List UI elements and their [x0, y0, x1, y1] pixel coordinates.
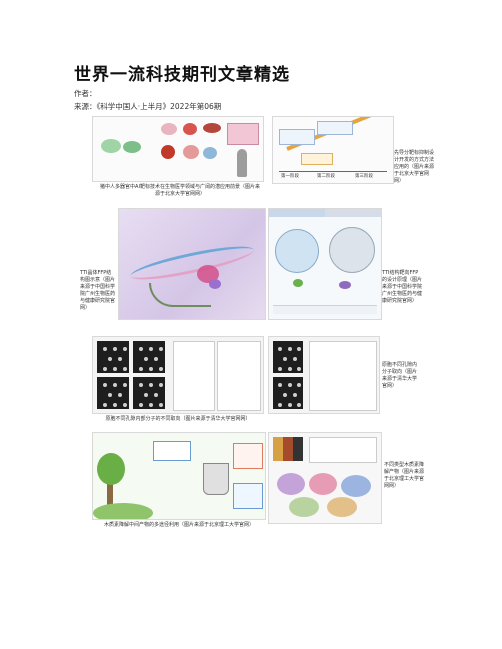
author-line: 作者：	[74, 89, 97, 98]
figure-mechanism	[268, 208, 382, 320]
organ-cells	[203, 147, 217, 159]
figure-microscopy	[92, 336, 264, 414]
micrograph-4	[133, 377, 165, 409]
spectrum-plot-2	[217, 341, 261, 411]
page-title: 世界一流科技期刊文章精选	[74, 65, 290, 85]
vials	[273, 437, 303, 461]
stage-axis	[279, 171, 387, 172]
caption-fig4: TTI结构靶向FFP的设计原理（图片来源于中国科学院广州生物医药与健康研究院官网…	[382, 270, 423, 304]
panel-pink	[227, 123, 259, 145]
stage-box-1	[279, 129, 315, 145]
caption-fig7: 木质素降解中间产物的多途径利用（图片来源于北京理工大学官网）	[103, 522, 254, 528]
circle-right	[329, 227, 375, 273]
product-list	[233, 443, 263, 469]
caption-fig2: 先导分靶标抑制设计开发的方式方法应用的（图片来源于北京大学官网网）	[394, 150, 435, 184]
micrograph-3	[97, 377, 129, 409]
organ-liver	[203, 123, 221, 133]
caption-fig5: 原胞不同孔隙内部分子的不同取向（图片来源于清华大学官网网）	[105, 416, 251, 422]
caption-fig6: 原胞不同孔隙内分子取向（图片来源于清华大学官网）	[382, 362, 418, 389]
stage-box-3	[301, 153, 333, 165]
stage-label-3: 第三阶段	[355, 174, 373, 179]
organ-brain	[161, 123, 177, 135]
caption-fig1: 猪中人多器官中AI靶标技术在生物医学领域与广阔的潜应用前景（图片来源于北京大学官…	[100, 184, 260, 197]
micrograph-5	[273, 341, 303, 373]
caption-fig8: 不同类型木质素降解产物（图片来源于北京理工大学官网网）	[384, 462, 425, 489]
cell-stain-1	[277, 473, 305, 495]
cell-stain-2	[309, 473, 337, 495]
human-silhouette	[237, 149, 247, 177]
molecule-purple	[339, 281, 351, 289]
stage-box-2	[317, 121, 353, 135]
helix-strand	[128, 240, 256, 286]
organ-lung	[183, 145, 199, 159]
stage-label-1: 第一阶段	[281, 174, 299, 179]
stage-label-2: 第二阶段	[317, 174, 335, 179]
figure-products	[268, 432, 382, 524]
spectrum-plot	[173, 341, 215, 411]
tree-trunk	[107, 479, 113, 509]
organ-heart	[183, 123, 197, 135]
figure-protein	[118, 208, 266, 320]
cell-cluster	[101, 139, 121, 153]
line-plot	[309, 341, 377, 411]
organ-kidney	[161, 145, 175, 159]
pathway-box	[153, 441, 191, 461]
product-bucket	[203, 463, 229, 495]
figure-lignin	[92, 432, 266, 520]
micrograph-1	[97, 341, 129, 373]
micrograph-2	[133, 341, 165, 373]
backbone	[149, 283, 211, 307]
tree-canopy	[97, 453, 125, 485]
cell-stain-3	[341, 475, 371, 497]
cell-stain-4	[289, 497, 319, 517]
cell-stain-5	[327, 497, 357, 517]
caption-fig3: TTI晶体FFP结构图示意（图片来源于中国科学院广州生物医药与健康研究院官网）	[80, 270, 116, 311]
figure-stages: 第一阶段 第二阶段 第三阶段	[272, 116, 394, 184]
molecule-green	[293, 279, 303, 287]
ligand-cluster-2	[209, 279, 221, 289]
source-line: 来源：《科学中国人·上半月》2022年第06期	[74, 102, 222, 111]
cell-cluster-2	[123, 141, 141, 153]
panel-header-left	[269, 209, 325, 217]
ground	[93, 503, 153, 519]
circle-left	[275, 229, 319, 273]
panel-header-right	[325, 209, 381, 217]
legend-strip	[273, 305, 377, 314]
figure-orientation	[268, 336, 380, 414]
product-list-2	[233, 483, 263, 509]
bar-panel	[309, 437, 377, 463]
micrograph-6	[273, 377, 303, 409]
figure-organs	[92, 116, 264, 182]
ligand-cluster	[197, 265, 219, 283]
